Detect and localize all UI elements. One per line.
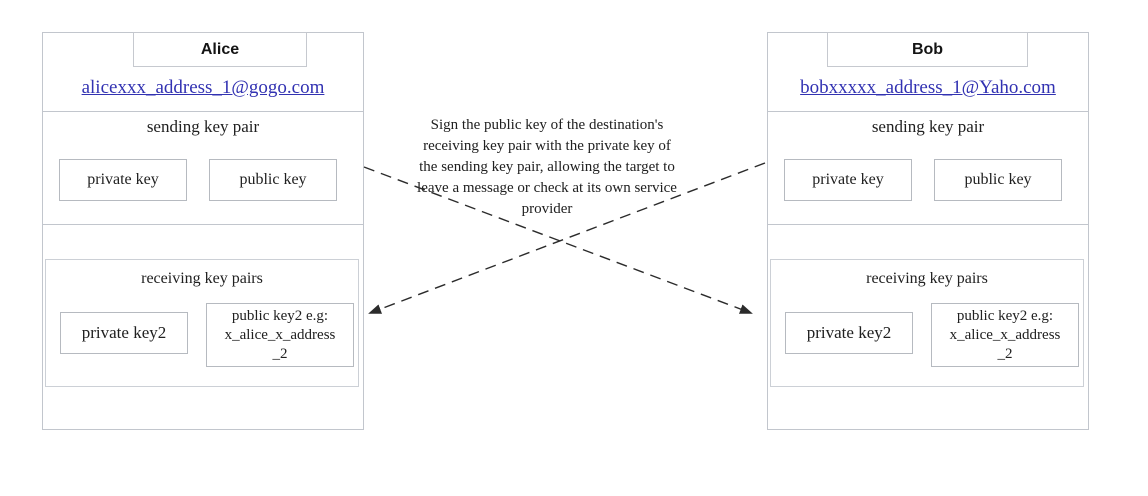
bob-receiving-private-key-box: private key2	[785, 312, 913, 354]
alice-sending-divider	[43, 224, 363, 225]
alice-title: Alice	[200, 40, 240, 58]
alice-panel: Alice alicexxx_address_1@gogo.com sendin…	[42, 32, 364, 430]
alice-receiving-section: receiving key pairs private key2 public …	[45, 259, 359, 387]
alice-sending-private-key-box: private key	[59, 159, 187, 201]
alice-email-row: alicexxx_address_1@gogo.com	[43, 65, 363, 111]
bob-sending-label: sending key pair	[871, 117, 985, 136]
bob-sending-private-key-box: private key	[784, 159, 912, 201]
signing-annotation: Sign the public key of the destination's…	[417, 117, 677, 217]
bob-header-divider	[768, 111, 1088, 112]
alice-header-divider	[43, 111, 363, 112]
bob-sending-public-key-box: public key	[934, 159, 1062, 201]
alice-title-box: Alice	[133, 32, 307, 67]
alice-sending-label: sending key pair	[146, 117, 260, 136]
alice-receiving-label: receiving key pairs	[141, 270, 263, 287]
bob-sending-divider	[768, 224, 1088, 225]
alice-receiving-private-key-box: private key2	[60, 312, 188, 354]
bob-email-row: bobxxxxx_address_1@Yaho.com	[768, 65, 1088, 111]
bob-receiving-label: receiving key pairs	[866, 270, 988, 287]
bob-receiving-section: receiving key pairs private key2 public …	[770, 259, 1084, 387]
alice-email-link[interactable]: alicexxx_address_1@gogo.com	[81, 77, 325, 98]
bob-title: Bob	[911, 40, 944, 58]
bob-email-link[interactable]: bobxxxxx_address_1@Yaho.com	[800, 77, 1056, 98]
bob-receiving-public-key-box: public key2 e.g: x_alice_x_address _2	[931, 303, 1079, 367]
alice-sending-public-key-box: public key	[209, 159, 337, 201]
bob-panel: Bob bobxxxxx_address_1@Yaho.com sending …	[767, 32, 1089, 430]
bob-title-box: Bob	[827, 32, 1028, 67]
alice-receiving-public-key-box: public key2 e.g: x_alice_x_address _2	[206, 303, 354, 367]
